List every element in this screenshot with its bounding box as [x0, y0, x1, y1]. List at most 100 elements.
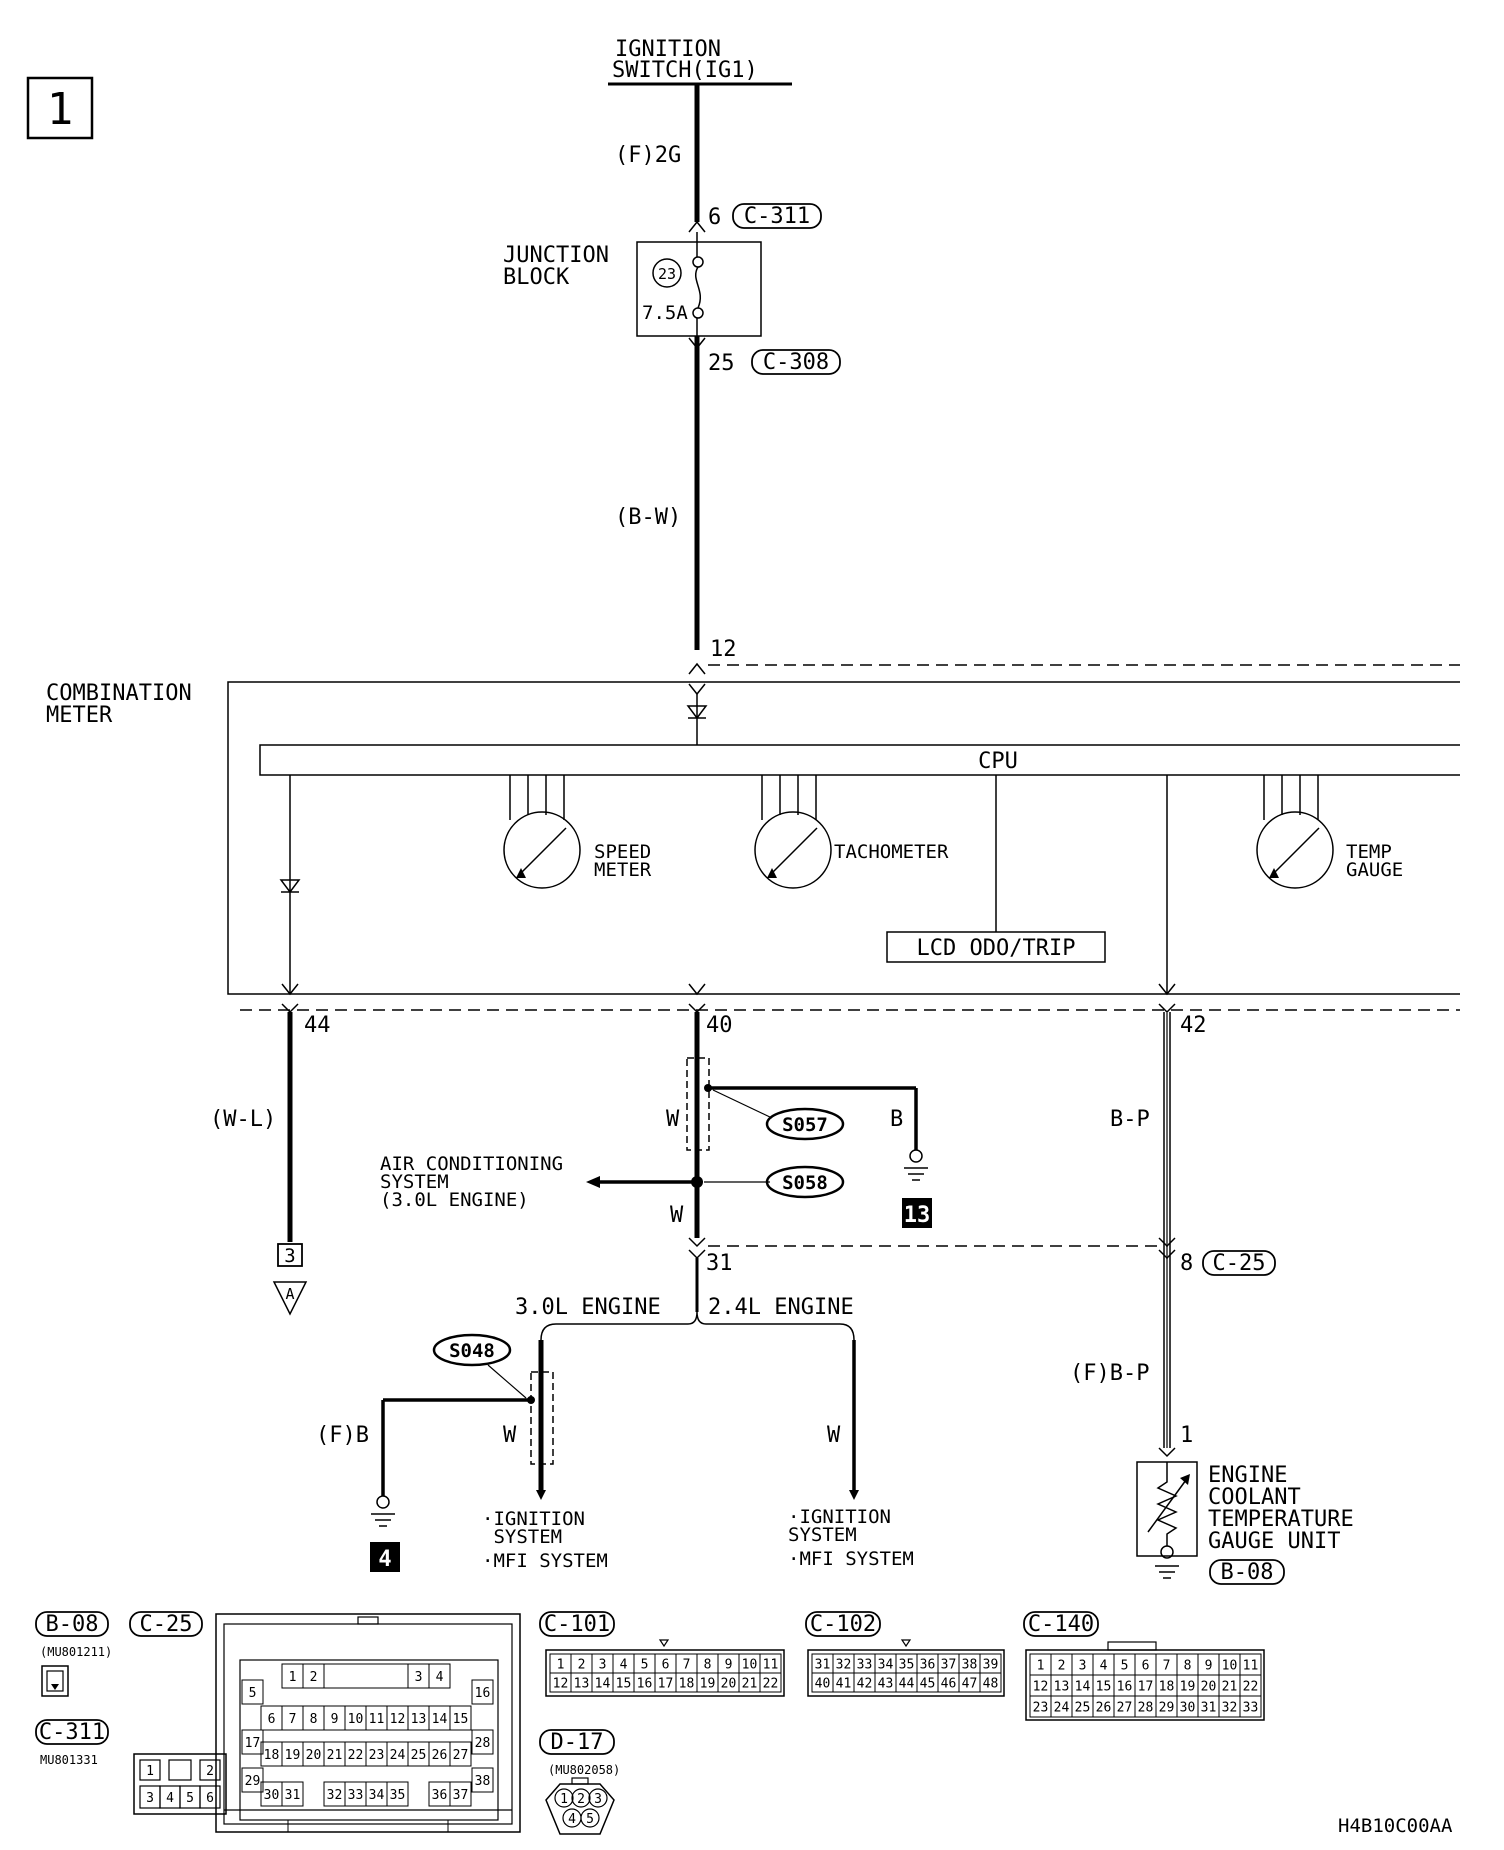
- splice-s058: S058: [782, 1172, 828, 1194]
- svg-text:1: 1: [146, 1764, 154, 1779]
- air-conditioning-line3: (3.0L ENGINE): [380, 1189, 529, 1211]
- lcd-odo-trip: LCD ODO/TRIP: [917, 936, 1076, 961]
- c311-face: 1 2 3 4 5 6: [133, 1753, 227, 1815]
- svg-text:3: 3: [146, 1791, 154, 1806]
- c140-pin: 17: [1138, 1680, 1154, 1695]
- c25-cell: [281, 1781, 304, 1807]
- pin-6: 6: [708, 205, 721, 230]
- ect-line4: GAUGE UNIT: [1208, 1529, 1340, 1554]
- c101-pin: 19: [700, 1677, 716, 1692]
- c102-pin: 47: [962, 1677, 978, 1692]
- junction-block-line1: JUNCTION: [503, 243, 609, 268]
- c25-cell: [386, 1781, 409, 1807]
- ign-right-line2: SYSTEM: [788, 1524, 857, 1546]
- c101-pin: 13: [574, 1677, 590, 1692]
- page-number-box: [26, 76, 94, 140]
- pin-44: 44: [304, 1013, 331, 1038]
- d17-part-number: (MU802058): [548, 1763, 620, 1777]
- c102-pin: 35: [899, 1658, 915, 1673]
- page-number: 1: [47, 84, 74, 135]
- c101-cell: [759, 1672, 782, 1693]
- c25-pin: 16: [475, 1686, 491, 1701]
- c140-pin: 19: [1180, 1680, 1196, 1695]
- wire-label-b-w: (B-W): [615, 505, 681, 530]
- c140-pin: 18: [1159, 1680, 1175, 1695]
- connector-c102-title: C-102: [810, 1612, 876, 1637]
- combination-meter-box: [227, 681, 1460, 995]
- temp-gauge-line2: GAUGE: [1346, 859, 1403, 881]
- c140-pin: 16: [1117, 1680, 1133, 1695]
- c101-pin: 1: [557, 1658, 565, 1673]
- c102-pin: 39: [983, 1658, 999, 1673]
- ign-right-line1: ·IGNITION: [788, 1506, 891, 1528]
- ign-left-line2: SYSTEM: [482, 1526, 562, 1548]
- c102-cell: [979, 1672, 1002, 1693]
- ign-left-line3: ·MFI SYSTEM: [482, 1550, 608, 1572]
- c25-pin: 10: [348, 1712, 364, 1727]
- connector-c311: C-311: [744, 204, 810, 229]
- c140-cell: [1239, 1695, 1262, 1718]
- temp-gauge-icon: [1256, 811, 1334, 889]
- c140-pin: 5: [1121, 1659, 1129, 1674]
- c25-pin: 3: [415, 1670, 423, 1685]
- c25-pin: 19: [285, 1748, 301, 1763]
- c140-pin: 23: [1033, 1701, 1049, 1716]
- c101-pin: 6: [662, 1658, 670, 1673]
- c102-pin: 37: [941, 1658, 957, 1673]
- c140-pin: 32: [1222, 1701, 1238, 1716]
- c25-cell: [428, 1663, 451, 1689]
- svg-text:6: 6: [206, 1791, 214, 1806]
- c25-pin: 2: [310, 1670, 318, 1685]
- c140-pin: 4: [1100, 1659, 1108, 1674]
- fuse-rating: 7.5A: [642, 302, 688, 324]
- wire-label-w-l: (W-L): [210, 1107, 276, 1132]
- c101-pin: 18: [679, 1677, 695, 1692]
- tachometer-gauge-icon: [754, 811, 832, 889]
- c25-pin: 11: [369, 1712, 385, 1727]
- pin-1: 1: [1180, 1423, 1193, 1448]
- pin-8: 8: [1180, 1251, 1193, 1276]
- c101-pin: 12: [553, 1677, 569, 1692]
- c140-pin: 25: [1075, 1701, 1091, 1716]
- connector-c140-title: C-140: [1028, 1612, 1094, 1637]
- c140-pin: 11: [1243, 1659, 1259, 1674]
- c140-pin: 22: [1243, 1680, 1259, 1695]
- c140-pin: 20: [1201, 1680, 1217, 1695]
- wire-label-w-upper: W: [666, 1107, 680, 1132]
- c101-pin: 15: [616, 1677, 632, 1692]
- junction-block-line2: BLOCK: [503, 265, 570, 290]
- ground-13: 13: [904, 1203, 931, 1228]
- c25-pin: 20: [306, 1748, 322, 1763]
- svg-text:3: 3: [594, 1792, 602, 1807]
- speedometer-gauge-icon: [503, 811, 581, 889]
- c25-pin: 26: [432, 1748, 448, 1763]
- c102-pin: 34: [878, 1658, 894, 1673]
- pin-25: 25: [708, 351, 735, 376]
- c25-cell: [471, 1679, 494, 1705]
- connector-c25-title: C-25: [140, 1612, 193, 1637]
- wire-label-b: B: [890, 1107, 903, 1132]
- fuse-number: 23: [658, 265, 676, 283]
- combination-meter-line1: COMBINATION: [46, 681, 192, 706]
- ign-left-line1: ·IGNITION: [482, 1508, 585, 1530]
- c25-pin: 22: [348, 1748, 364, 1763]
- c140-pin: 33: [1243, 1701, 1259, 1716]
- pin-42: 42: [1180, 1013, 1207, 1038]
- diode-icon: [686, 705, 708, 720]
- c101-pin: 11: [763, 1658, 779, 1673]
- c101-pin: 14: [595, 1677, 611, 1692]
- c25-pin: 36: [432, 1788, 448, 1803]
- c140-pin: 6: [1142, 1659, 1150, 1674]
- svg-text:2: 2: [577, 1792, 585, 1807]
- c102-pin: 42: [857, 1677, 873, 1692]
- air-conditioning-line1: AIR CONDITIONING: [380, 1153, 563, 1175]
- c25-pin: 5: [249, 1686, 257, 1701]
- c140-pin: 29: [1159, 1701, 1175, 1716]
- c25-pin: 37: [453, 1788, 469, 1803]
- c25-pin: 32: [327, 1788, 343, 1803]
- c102-pin: 38: [962, 1658, 978, 1673]
